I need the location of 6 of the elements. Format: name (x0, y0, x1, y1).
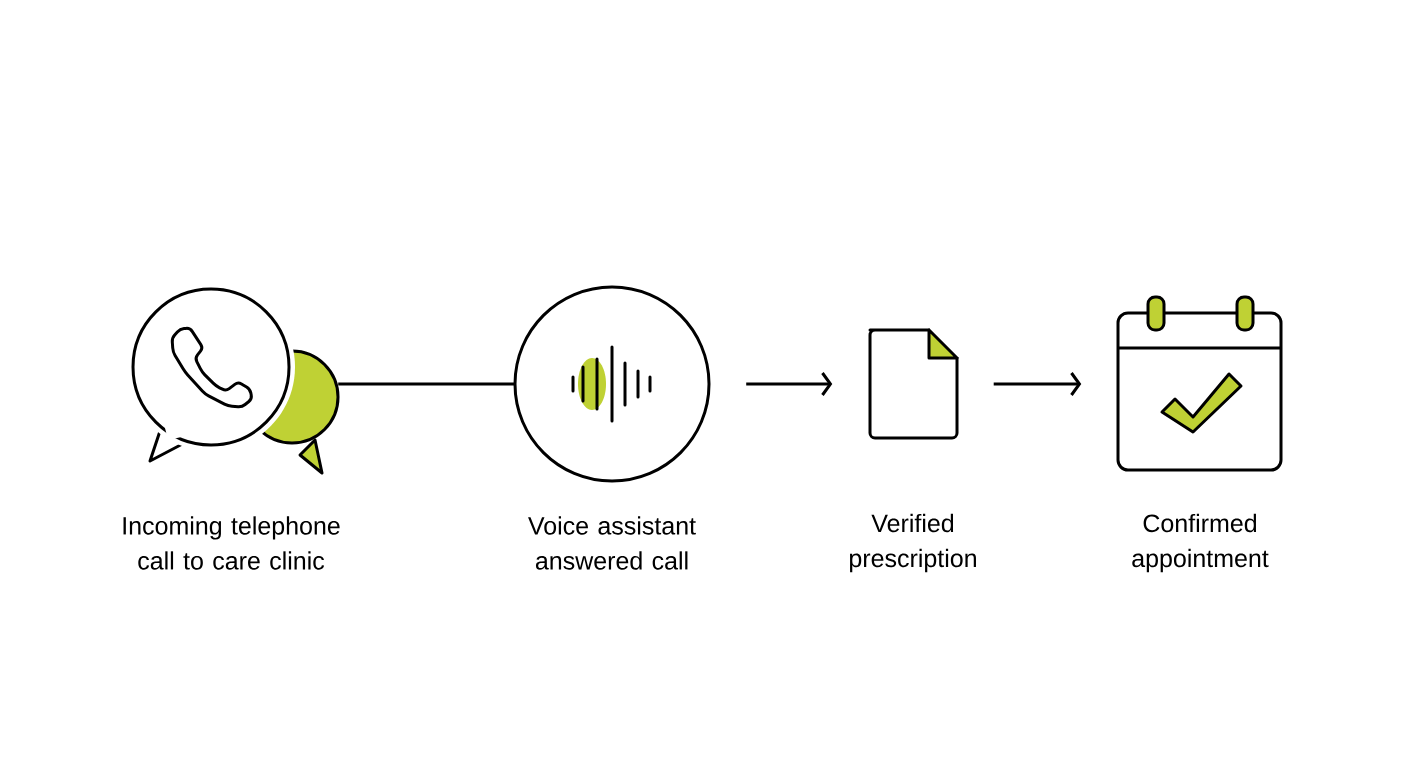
node-label: Verified prescription (850, 513, 976, 573)
arrow (993, 372, 1082, 396)
node-label: Incoming telephone call to care clinic (123, 516, 340, 570)
arrow (746, 372, 833, 396)
node-label: Confirmed appointment (1132, 513, 1269, 573)
node-label: Voice assistant answered call (528, 516, 696, 570)
